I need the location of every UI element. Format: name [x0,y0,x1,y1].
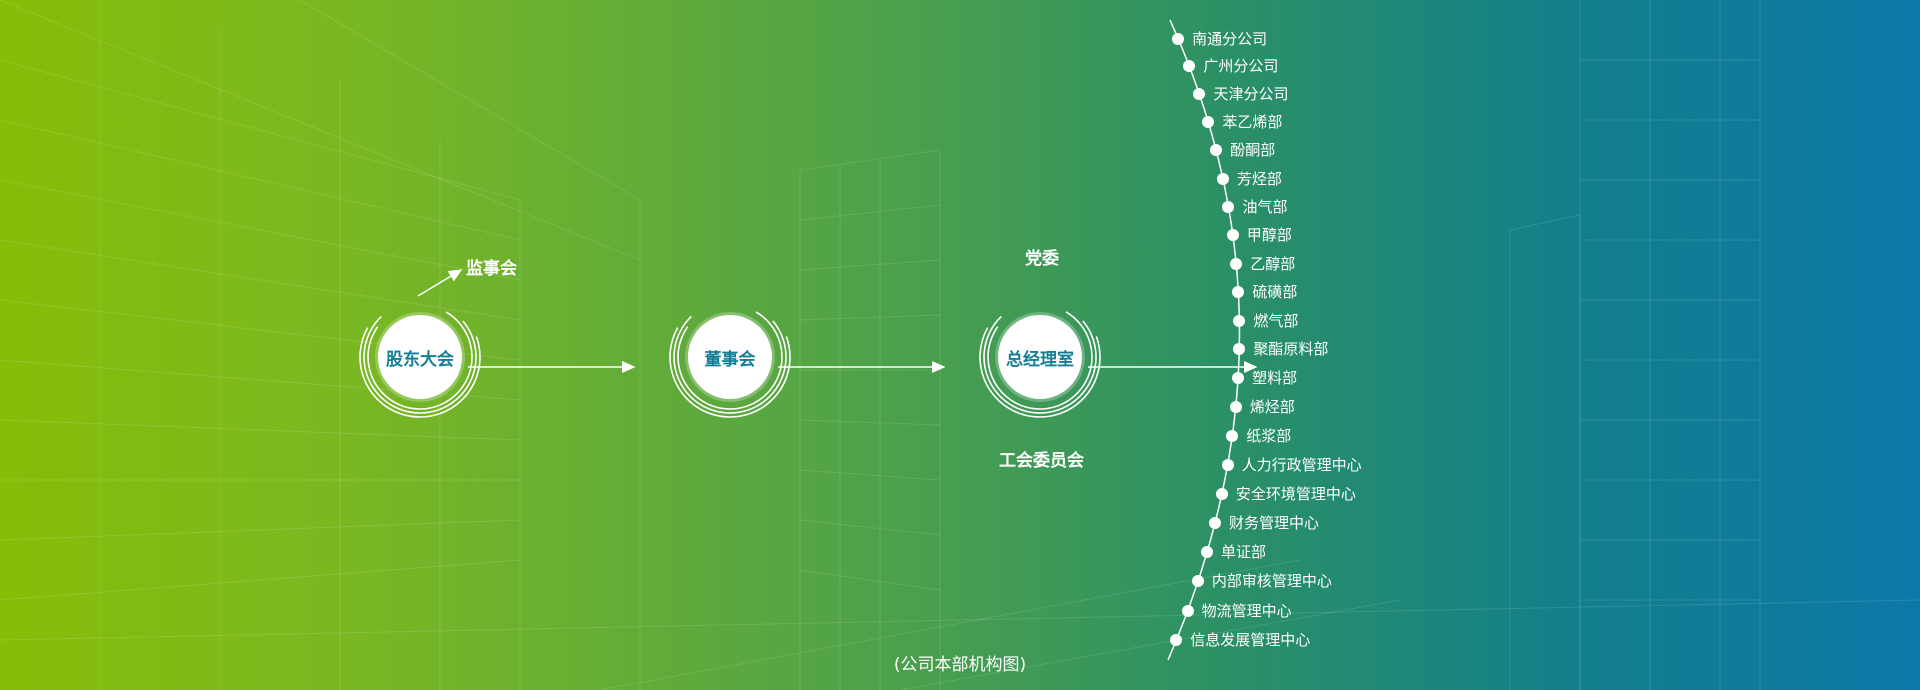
department-dot [1201,546,1214,559]
general-manager-office-node: 总经理室 [998,315,1082,399]
department-label: 天津分公司 [1213,85,1289,104]
department-dot [1230,257,1243,270]
department-label: 南通分公司 [1192,29,1268,48]
department-dot [1233,343,1246,356]
shareholders-meeting-label: 股东大会 [386,349,454,370]
department-label: 内部审核管理中心 [1211,572,1332,591]
department-dot [1183,60,1196,73]
department-dot [1172,32,1185,45]
board-ring-decoration [669,296,791,418]
department-label: 纸浆部 [1246,426,1292,445]
shareholders-ring-decoration [359,296,481,418]
department-dot [1210,144,1223,157]
diagram-caption: (公司本部机构图) [893,655,1027,675]
department-dot [1221,458,1234,471]
board-of-directors-node: 董事会 [688,315,772,399]
department-label: 信息发展管理中心 [1190,631,1311,650]
party-committee-label: 党委 [1025,249,1059,269]
department-label: 聚酯原料部 [1253,340,1329,359]
department-label: 硫磺部 [1252,283,1298,302]
department-label: 塑料部 [1252,369,1298,388]
department-label: 单证部 [1221,543,1267,562]
department-dot [1232,372,1245,385]
department-label: 燃气部 [1253,311,1299,330]
department-label: 烯烃部 [1249,397,1295,416]
department-label: 乙醇部 [1250,254,1296,273]
department-label: 油气部 [1242,197,1288,216]
department-dot [1232,286,1245,299]
department-label: 物流管理中心 [1201,601,1292,620]
department-dot [1216,172,1229,185]
shareholders-meeting-node: 股东大会 [378,315,462,399]
department-label: 人力行政管理中心 [1241,455,1362,474]
department-dot [1226,229,1239,242]
department-label: 苯乙烯部 [1222,113,1283,132]
supervisory-board-label: 监事会 [466,259,517,279]
department-dot [1202,116,1215,129]
department-dot [1170,634,1183,647]
general-manager-office-label: 总经理室 [1006,349,1074,370]
department-dot [1233,314,1246,327]
department-label: 酚酮部 [1230,141,1276,160]
board-of-directors-label: 董事会 [704,349,756,370]
department-dot [1222,200,1235,213]
department-dot [1209,516,1222,529]
department-label: 芳烃部 [1236,169,1282,188]
department-label: 广州分公司 [1203,57,1279,76]
department-dot [1191,575,1204,588]
department-dot [1226,429,1239,442]
department-dot [1181,604,1194,617]
gm-office-ring-decoration [979,296,1101,418]
union-committee-label: 工会委员会 [999,451,1084,471]
department-label: 安全环境管理中心 [1235,484,1356,503]
department-dot [1215,487,1228,500]
department-dot [1193,88,1206,101]
department-dot [1229,400,1242,413]
department-label: 财务管理中心 [1229,513,1320,532]
department-label: 甲醇部 [1246,226,1292,245]
